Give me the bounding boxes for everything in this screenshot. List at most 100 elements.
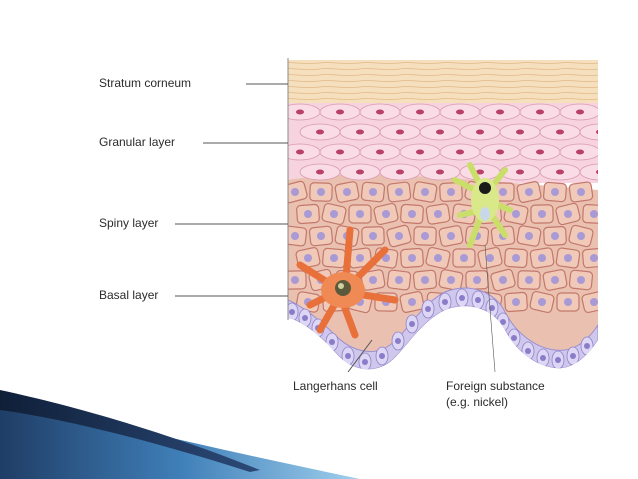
spiny-cell-nucleus <box>395 276 403 284</box>
granular-cells <box>288 103 598 181</box>
spiny-cell-nucleus <box>564 254 572 262</box>
granular-cell-nucleus <box>496 109 504 115</box>
spiny-cell-nucleus <box>434 210 442 218</box>
spiny-cell-nucleus <box>512 298 520 306</box>
spiny-cell-nucleus <box>564 210 572 218</box>
stratum-corneum-layer <box>288 60 598 105</box>
basal-cell-nucleus <box>425 306 431 312</box>
spiny-cell-nucleus <box>317 232 325 240</box>
spiny-cell-nucleus <box>395 188 403 196</box>
spiny-cell-nucleus <box>525 276 533 284</box>
granular-cell-nucleus <box>376 109 384 115</box>
basal-cell-nucleus <box>511 335 517 341</box>
granular-cell-nucleus <box>556 129 564 135</box>
langerhans-cell <box>296 226 399 339</box>
spiny-cell-nucleus <box>460 254 468 262</box>
spiny-cell-nucleus <box>382 254 390 262</box>
spiny-cell-nucleus <box>291 232 299 240</box>
spiny-cell-nucleus <box>590 298 598 306</box>
label-foreign-substance: Foreign substance <box>446 379 545 393</box>
granular-cell-nucleus <box>376 149 384 155</box>
granular-cell <box>579 163 598 181</box>
spiny-cell-nucleus <box>356 210 364 218</box>
granular-cell-nucleus <box>576 149 584 155</box>
spiny-cell-nucleus <box>564 298 572 306</box>
granular-cell-nucleus <box>436 169 444 175</box>
spiny-cell-nucleus <box>538 210 546 218</box>
granular-cell-nucleus <box>356 129 364 135</box>
basal-cell-nucleus <box>395 338 401 344</box>
granular-cell-nucleus <box>516 169 524 175</box>
spiny-cell-nucleus <box>369 232 377 240</box>
spiny-cell-nucleus <box>525 188 533 196</box>
granular-cell-nucleus <box>556 169 564 175</box>
spiny-cell-nucleus <box>447 276 455 284</box>
basal-cell-nucleus <box>540 355 546 361</box>
basal-cell-nucleus <box>345 353 351 359</box>
granular-cell-nucleus <box>576 109 584 115</box>
spiny-cell-nucleus <box>395 232 403 240</box>
foreign-substance-leader <box>484 244 496 373</box>
spiny-cell-nucleus <box>473 276 481 284</box>
spiny-cell-nucleus <box>590 210 598 218</box>
spiny-cell-nucleus <box>382 210 390 218</box>
spiny-cell-nucleus <box>551 276 559 284</box>
swoosh-dark-band <box>0 390 260 472</box>
granular-cell-nucleus <box>496 149 504 155</box>
basal-cell-nucleus <box>570 353 576 359</box>
granular-cell-nucleus <box>456 149 464 155</box>
spiny-cell-nucleus <box>538 298 546 306</box>
basal-cell-nucleus <box>584 343 590 349</box>
spiny-cell-nucleus <box>512 254 520 262</box>
basal-cell-nucleus <box>555 357 561 363</box>
spiny-cell-nucleus <box>538 254 546 262</box>
basal-cell-nucleus <box>409 321 415 327</box>
spiny-cell-nucleus <box>304 254 312 262</box>
granular-cell-nucleus <box>316 129 324 135</box>
spiny-cell-nucleus <box>291 276 299 284</box>
spiny-cell-nucleus <box>447 232 455 240</box>
spiny-cell-nucleus <box>317 188 325 196</box>
granular-cell-nucleus <box>596 129 598 135</box>
swoosh-light-band <box>0 395 360 479</box>
granular-cell-nucleus <box>336 149 344 155</box>
granular-cell-nucleus <box>316 169 324 175</box>
granular-cell-nucleus <box>516 129 524 135</box>
label-granular-layer: Granular layer <box>99 135 176 149</box>
basal-cell-nucleus <box>302 315 308 321</box>
granular-cell-nucleus <box>396 129 404 135</box>
basal-cell-nucleus <box>379 353 385 359</box>
spiny-cell-nucleus <box>369 188 377 196</box>
spiny-cell-nucleus <box>499 188 507 196</box>
spiny-cell-nucleus <box>421 188 429 196</box>
spiny-cell-nucleus <box>551 188 559 196</box>
basal-cell-nucleus <box>362 359 368 365</box>
spiny-cell-nucleus <box>434 254 442 262</box>
spiny-cell-nucleus <box>590 254 598 262</box>
granular-cell-nucleus <box>436 129 444 135</box>
granular-cell-nucleus <box>476 169 484 175</box>
spiny-cell-nucleus <box>408 298 416 306</box>
spiny-cell-nucleus <box>330 254 338 262</box>
granular-cell-nucleus <box>416 109 424 115</box>
spiny-cell-nucleus <box>408 210 416 218</box>
foreign-substance-cell <box>452 162 513 248</box>
spiny-cell-nucleus <box>525 232 533 240</box>
spiny-cell-nucleus <box>447 188 455 196</box>
basal-cell-nucleus <box>289 309 295 315</box>
granular-cell-nucleus <box>356 169 364 175</box>
spiny-cell-nucleus <box>486 254 494 262</box>
spiny-cell-nucleus <box>356 254 364 262</box>
spiny-cell-nucleus <box>291 188 299 196</box>
granular-cell-nucleus <box>456 109 464 115</box>
spiny-cell-nucleus <box>330 210 338 218</box>
basal-cell-nucleus <box>525 348 531 354</box>
label-foreign-substance-example: (e.g. nickel) <box>446 395 509 409</box>
spiny-cell-nucleus <box>499 276 507 284</box>
granular-cell-nucleus <box>296 109 304 115</box>
granular-cell-nucleus <box>596 169 598 175</box>
granular-cell-nucleus <box>416 149 424 155</box>
spiny-cell-nucleus <box>577 188 585 196</box>
granular-cell-nucleus <box>536 149 544 155</box>
basal-cell-nucleus <box>489 305 495 311</box>
